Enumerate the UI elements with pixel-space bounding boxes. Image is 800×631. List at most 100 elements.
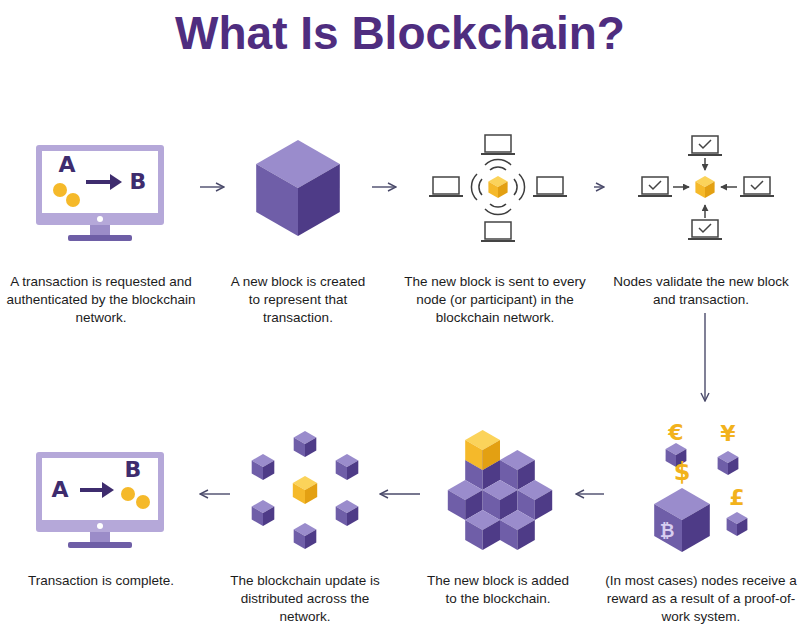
block-cube xyxy=(718,451,739,475)
coin xyxy=(53,183,67,197)
block-cube xyxy=(727,512,748,536)
illustration-part xyxy=(490,167,506,170)
cube-face xyxy=(682,504,710,552)
flow-arrow xyxy=(576,493,604,494)
flow-arrow xyxy=(594,186,604,187)
cube-face xyxy=(535,490,552,520)
flow-arrow xyxy=(380,493,420,494)
illustration-part xyxy=(688,136,722,155)
illustration-part xyxy=(673,186,689,188)
icon-symbol: $ xyxy=(674,460,691,484)
coin xyxy=(136,495,150,509)
cube-face xyxy=(305,483,317,504)
illustration-part xyxy=(471,159,524,214)
cube-face xyxy=(347,507,358,527)
illustration-part xyxy=(688,220,722,239)
step-node: A new block is created to represent that… xyxy=(224,128,372,327)
step-caption: The blockchain update is distributed acr… xyxy=(230,572,380,626)
cube-face xyxy=(728,457,738,475)
cube-face xyxy=(298,164,340,236)
step-caption: The new block is added to the blockchain… xyxy=(420,572,576,608)
block-cube xyxy=(500,510,535,550)
block-cube xyxy=(488,176,507,198)
illustration-part xyxy=(721,186,737,188)
icon-symbol: ¥ xyxy=(720,423,735,445)
step-caption: A transaction is requested and authentic… xyxy=(2,273,200,327)
cube-face xyxy=(465,440,482,470)
cube-face xyxy=(256,164,298,236)
illustration-part xyxy=(704,205,706,218)
illustration-part xyxy=(36,145,164,225)
icon-symbol: ₿ xyxy=(660,522,675,540)
illustration-part xyxy=(519,174,525,200)
cube-face xyxy=(252,507,263,527)
flow-arrow xyxy=(372,186,396,187)
illustration-part xyxy=(42,151,158,213)
step-caption: Nodes validate the new block and transac… xyxy=(604,273,798,309)
illustration-part xyxy=(673,158,737,218)
block-cube xyxy=(293,476,317,504)
step-caption: (In most cases) nodes receive a reward a… xyxy=(604,572,798,626)
cube-face xyxy=(336,507,347,527)
cube-face xyxy=(488,182,498,199)
icon-symbol: A xyxy=(51,479,68,501)
cube-face xyxy=(483,440,500,470)
step-node: Transaction is complete. xyxy=(2,405,200,590)
transfer-arrow xyxy=(80,488,104,492)
illustration-part xyxy=(97,216,103,222)
illustration-part xyxy=(97,523,103,529)
block-cube xyxy=(654,488,710,552)
illustration-part xyxy=(36,452,164,532)
illustration-part xyxy=(481,135,515,154)
diagram-title: What Is Blockchain? xyxy=(0,6,800,60)
flow-arrow xyxy=(200,493,230,494)
cube-face xyxy=(705,182,715,199)
block-cube xyxy=(336,500,359,526)
icon-symbol: B xyxy=(125,459,142,481)
icon-symbol: B xyxy=(130,171,147,193)
flow-arrow xyxy=(200,186,224,187)
cube-face xyxy=(737,518,747,536)
transfer-arrowhead xyxy=(110,174,122,190)
cube-face xyxy=(294,438,305,458)
step-node: (In most cases) nodes receive a reward a… xyxy=(604,405,798,626)
step-node: A transaction is requested and authentic… xyxy=(2,128,200,327)
block-cube xyxy=(465,510,500,550)
cube-face xyxy=(465,520,482,550)
coin xyxy=(121,487,135,501)
illustration-part xyxy=(68,235,132,241)
monitor-icon xyxy=(36,452,164,548)
illustration-part xyxy=(90,225,110,235)
illustration-part xyxy=(471,174,477,200)
illustration-part xyxy=(481,222,515,241)
cube-face xyxy=(517,520,534,550)
illustration-part xyxy=(740,177,774,196)
cube-face xyxy=(336,461,347,481)
illustration-part xyxy=(479,179,482,195)
flow-arrow xyxy=(704,313,705,401)
block-cube xyxy=(252,500,275,526)
step-caption: A new block is created to represent that… xyxy=(224,273,372,327)
illustration-part xyxy=(90,532,110,542)
illustration-part xyxy=(42,458,158,520)
cube-face xyxy=(727,518,737,536)
illustration-part xyxy=(704,158,706,170)
block-cube xyxy=(294,523,317,549)
cube-face xyxy=(654,504,682,552)
icon-symbol: A xyxy=(58,154,75,176)
step-node: The new block is added to the blockchain… xyxy=(420,405,576,608)
broadcast-network xyxy=(429,135,567,241)
transfer-arrowhead xyxy=(102,482,114,498)
cube-face xyxy=(500,520,517,550)
step-node: The new block is sent to every node (or … xyxy=(396,128,594,327)
icon-symbol: € xyxy=(668,422,683,444)
cube-face xyxy=(718,457,728,475)
cube-face xyxy=(293,483,305,504)
cube-face xyxy=(498,182,508,199)
illustration-part xyxy=(638,177,672,196)
block-cube xyxy=(695,176,714,198)
illustration-part xyxy=(485,159,511,165)
cube-face xyxy=(305,438,316,458)
block-cube xyxy=(336,454,359,480)
cube-face xyxy=(263,461,274,481)
